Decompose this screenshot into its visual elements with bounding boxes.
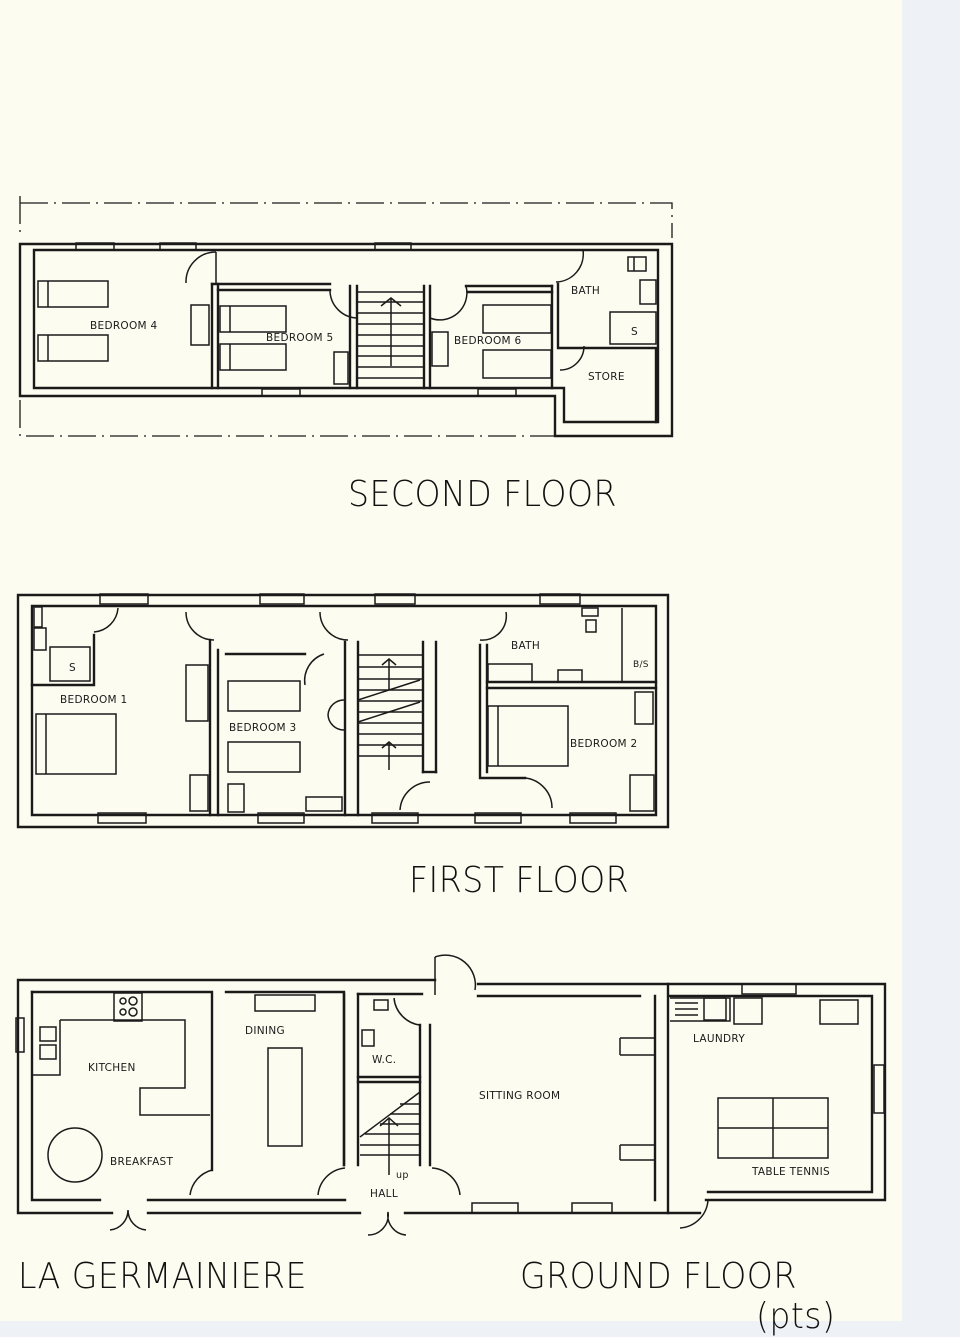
second-floor-plan: [18, 196, 674, 438]
room-label-bedroom-1: BEDROOM 1: [60, 694, 128, 706]
room-label-store: STORE: [588, 371, 625, 383]
floor-title-second: SECOND FLOOR: [348, 474, 617, 515]
floor-subtitle-ground: (pts): [756, 1296, 836, 1337]
room-label-sitting-room: SITTING ROOM: [479, 1090, 561, 1102]
room-label-bedroom-2: BEDROOM 2: [570, 738, 638, 750]
room-label-stair-up: up: [396, 1170, 409, 1181]
room-label-kitchen: KITCHEN: [88, 1062, 136, 1074]
first-floor-plan: [16, 593, 670, 829]
room-label-hall: HALL: [370, 1188, 398, 1200]
room-label-laundry: LAUNDRY: [693, 1033, 746, 1045]
drawing-sheet: [0, 0, 902, 1321]
floor-title-ground: GROUND FLOOR: [520, 1256, 797, 1297]
room-label-shower-first: S: [69, 662, 76, 674]
room-label-bedroom-4: BEDROOM 4: [90, 320, 158, 332]
room-label-bath-first: BATH: [511, 640, 541, 652]
room-label-bedroom-3: BEDROOM 3: [229, 722, 297, 734]
ground-floor-plan: [15, 954, 887, 1236]
room-label-bedroom-6: BEDROOM 6: [454, 335, 522, 347]
room-label-table-tennis: TABLE TENNIS: [752, 1166, 830, 1178]
room-label-bedroom-5: BEDROOM 5: [266, 332, 334, 344]
room-label-breakfast: BREAKFAST: [110, 1156, 174, 1168]
room-label-bath-second: BATH: [571, 285, 601, 297]
room-label-wc: W.C.: [372, 1054, 397, 1066]
project-title: LA GERMAINIERE: [18, 1256, 307, 1297]
room-label-boiler-store: B/S: [633, 660, 649, 670]
room-label-shower-second: S: [631, 326, 638, 338]
room-label-dining: DINING: [245, 1025, 285, 1037]
floor-title-first: FIRST FLOOR: [409, 860, 630, 901]
